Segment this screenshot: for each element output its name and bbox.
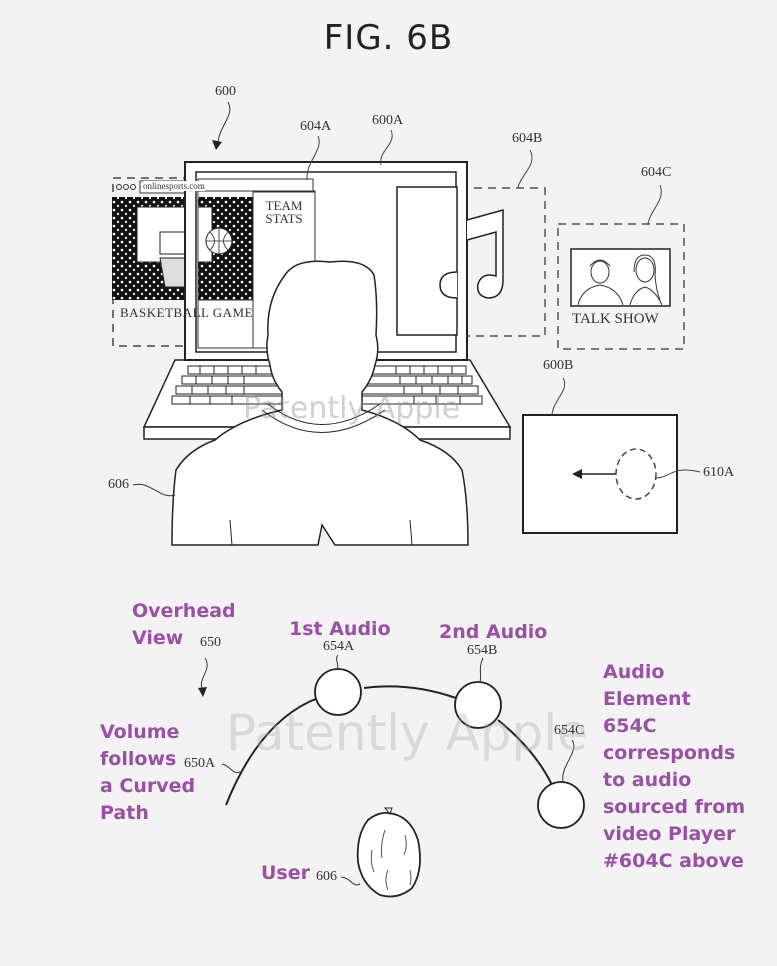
arrowhead-600 xyxy=(212,140,222,150)
basketball-game-caption: BASKETBALL GAME xyxy=(120,305,254,320)
user-606-back xyxy=(171,260,469,546)
browser-traffic-lights-icon xyxy=(116,184,136,190)
ref-606: 606 xyxy=(108,477,129,492)
annotation-overhead-view: Overhead View xyxy=(132,600,236,649)
talk-show-window-604c xyxy=(557,223,685,350)
annotation-user: User xyxy=(261,862,310,884)
figure-title: FIG. 6B xyxy=(323,18,454,58)
team-stats-label: TEAM STATS xyxy=(265,198,303,226)
leader-604a xyxy=(306,135,320,181)
curved-path-650a xyxy=(225,685,553,806)
ref-604b: 604B xyxy=(512,131,543,146)
leader-600b xyxy=(551,377,566,416)
talk-show-caption: TALK SHOW xyxy=(572,311,659,327)
watermark-top: Patently Apple xyxy=(243,391,461,426)
annotation-2nd-audio: 2nd Audio xyxy=(439,621,548,643)
audio-element-654a xyxy=(314,668,362,716)
watermark-bottom: Patently Apple xyxy=(226,704,588,762)
ref-650a: 650A xyxy=(184,756,216,771)
ref-654a: 654A xyxy=(323,639,355,654)
ref-606-overhead: 606 xyxy=(316,869,337,884)
leader-600 xyxy=(217,101,231,143)
annotation-audio-element-654c: Audio Element 654C corresponds to audio … xyxy=(603,661,746,872)
leader-600a xyxy=(380,129,393,166)
ref-604a: 604A xyxy=(300,119,332,134)
ref-654b: 654B xyxy=(467,643,498,658)
leader-604c xyxy=(647,184,662,225)
ref-650: 650 xyxy=(200,635,221,650)
leader-650 xyxy=(200,657,208,691)
annotation-1st-audio: 1st Audio xyxy=(289,618,391,640)
ref-654c: 654C xyxy=(554,723,585,738)
talk-show-video xyxy=(570,248,671,307)
arrowhead-left-icon xyxy=(572,469,582,479)
leader-606-overhead xyxy=(340,876,361,886)
leader-654c xyxy=(562,739,575,783)
audio-element-654c xyxy=(537,781,585,829)
browser-url: onlinesports.com xyxy=(143,181,205,191)
leader-610a xyxy=(655,469,701,479)
music-note-icon xyxy=(466,209,504,299)
leader-606 xyxy=(132,483,176,497)
ref-610a: 610A xyxy=(703,465,735,480)
ref-600b: 600B xyxy=(543,358,574,373)
user-606-head-overhead xyxy=(356,811,421,898)
ref-604c: 604C xyxy=(641,165,672,180)
leader-654a xyxy=(336,654,339,670)
leader-604b xyxy=(517,149,533,189)
arrowhead-650 xyxy=(198,687,207,697)
audio-element-654b xyxy=(454,681,502,729)
annotation-volume-curved-path: Volume follows a Curved Path xyxy=(100,721,196,824)
leader-654b xyxy=(479,657,484,683)
talk-show-hosts-image xyxy=(577,254,663,306)
leader-650a xyxy=(221,763,241,774)
ref-600a: 600A xyxy=(372,113,404,128)
ref-600: 600 xyxy=(215,84,236,99)
